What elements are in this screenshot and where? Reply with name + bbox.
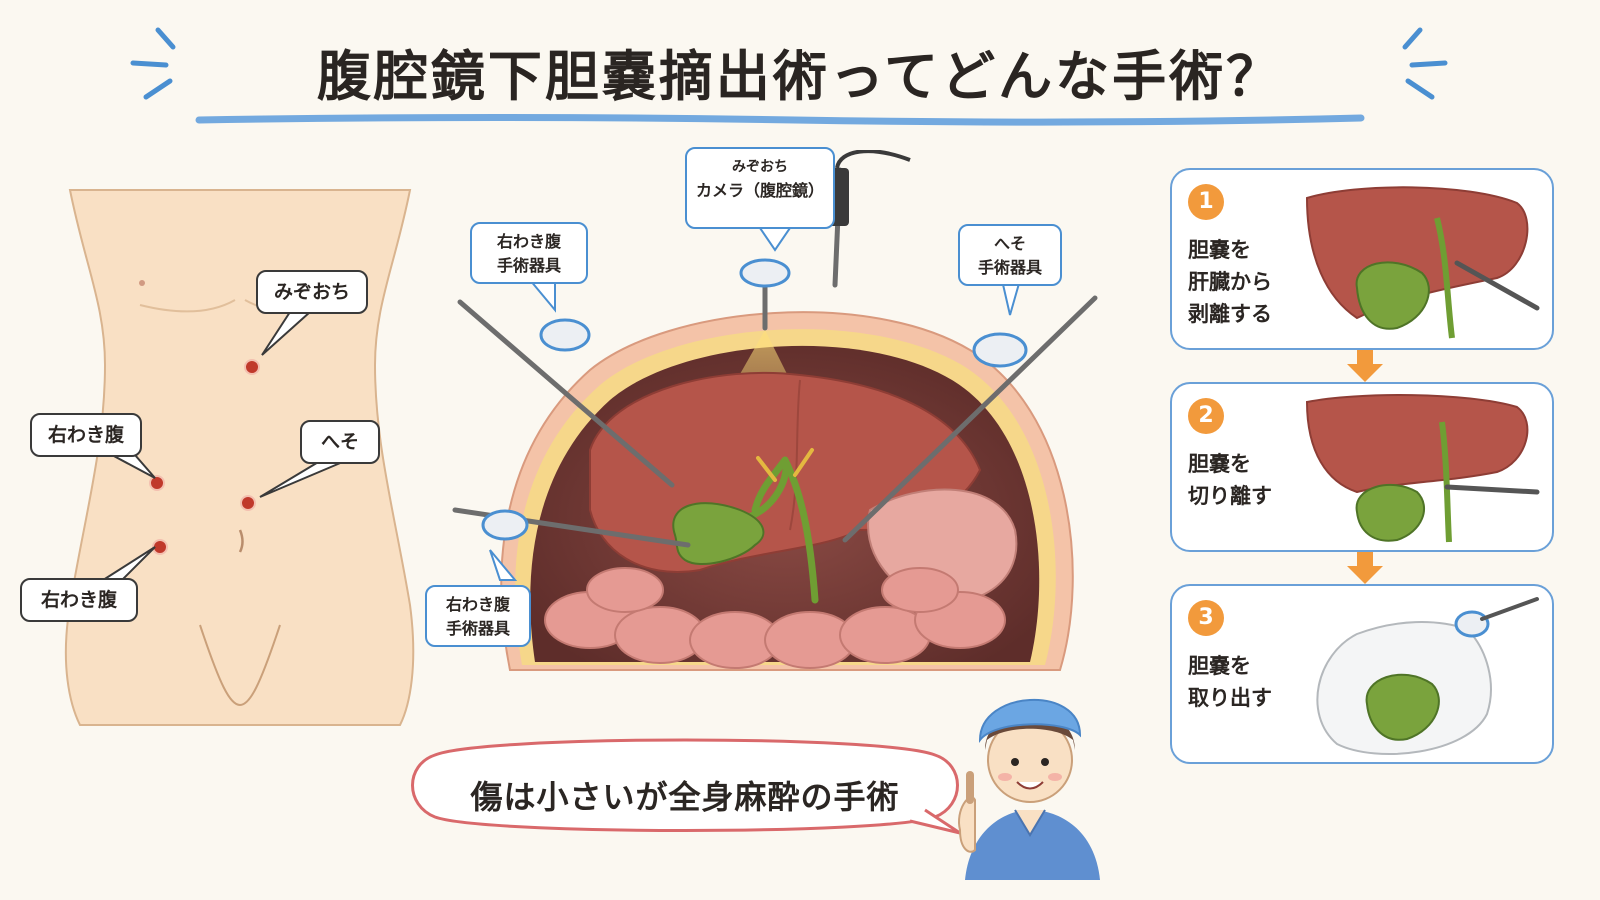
camera-label: みぞおち カメラ（腹腔鏡） — [685, 147, 835, 229]
arrow-down-icon-1 — [1347, 350, 1383, 382]
body-label-right-flank-1: 右わき腹 — [30, 413, 142, 457]
step-1-number: 1 — [1188, 184, 1224, 220]
step-2-number: 2 — [1188, 398, 1224, 434]
step-1-illustration — [1305, 186, 1540, 339]
camera-label-line2: カメラ（腹腔鏡） — [695, 181, 824, 200]
abdomen-cross-section — [452, 150, 1098, 671]
step-3-number: 3 — [1188, 600, 1224, 636]
step-2: 2 胆嚢を 切り離す — [1170, 382, 1554, 552]
lower-left-instrument-label: 右わき腹 手術器具 — [425, 585, 531, 647]
lower-left-label-line1: 右わき腹 — [445, 595, 510, 614]
step-1-text: 胆嚢を 肝臓から 剥離する — [1188, 238, 1272, 326]
upper-left-label-line2: 手術器具 — [496, 256, 561, 275]
upper-left-label-line1: 右わき腹 — [496, 232, 561, 251]
torso-illustration — [64, 189, 415, 726]
torso-bubble-tails — [96, 311, 346, 583]
step-3-text: 胆嚢を 取り出す — [1188, 654, 1272, 710]
cross-bubble-tails — [489, 227, 1022, 581]
port-marker-right-2 — [152, 539, 168, 555]
body-label-right-flank-2: 右わき腹 — [20, 578, 138, 622]
title-underline — [195, 114, 1365, 126]
body-label-upper: みぞおち — [256, 270, 368, 314]
port-marker-navel — [240, 495, 256, 511]
step-2-illustration — [1305, 394, 1540, 543]
step-1: 1 胆嚢を 肝臓から 剥離する — [1170, 168, 1554, 350]
speech-text: 傷は小さいが全身麻酔の手術 — [470, 778, 900, 816]
step-2-text: 胆嚢を 切り離す — [1188, 452, 1272, 508]
arrow-down-icon-2 — [1347, 552, 1383, 584]
lower-left-label-line2: 手術器具 — [445, 619, 510, 638]
step-3-illustration — [1316, 597, 1539, 755]
page-title: 腹腔鏡下胆嚢摘出術ってどんな手術？ — [316, 45, 1284, 108]
navel-label-line2: 手術器具 — [977, 258, 1042, 277]
speech-bubble — [411, 738, 961, 835]
port-marker-right-1 — [149, 475, 165, 491]
upper-left-instrument-label: 右わき腹 手術器具 — [470, 222, 588, 284]
step-3: 3 胆嚢を 取り出す — [1170, 584, 1554, 764]
camera-label-line1: みぞおち — [732, 159, 788, 175]
title-sparkle-left-icon — [130, 27, 176, 100]
nurse-avatar — [958, 698, 1100, 880]
navel-instrument-label: へそ 手術器具 — [958, 224, 1062, 286]
navel-label-line1: へそ — [993, 234, 1026, 253]
title-sparkle-right-icon — [1402, 27, 1448, 100]
port-marker-upper — [244, 359, 260, 375]
body-label-navel: へそ — [300, 420, 380, 464]
